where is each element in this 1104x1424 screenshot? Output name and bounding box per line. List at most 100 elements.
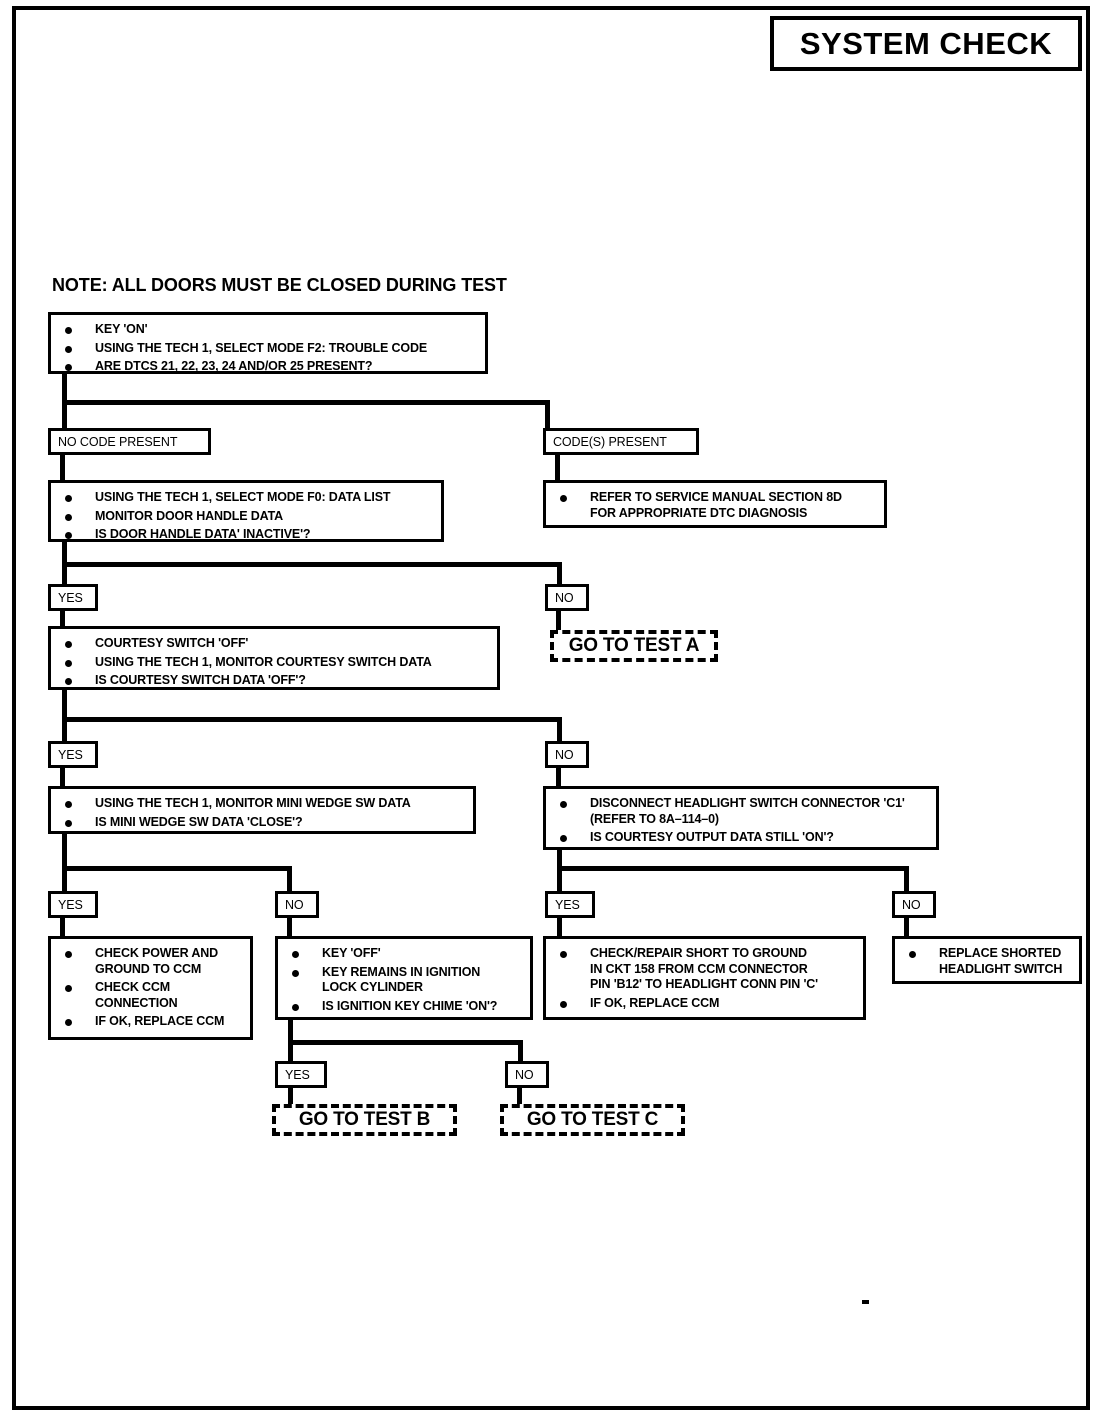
check-repair-line-1c: PIN 'B12' TO HEADLIGHT CONN PIN 'C'	[590, 977, 818, 991]
check-repair-item-2: IF OK, REPLACE CCM	[554, 996, 855, 1012]
courtesy-switch-box: COURTESY SWITCH 'OFF' USING THE TECH 1, …	[48, 626, 500, 690]
key-off-line-2b: LOCK CYLINDER	[322, 980, 423, 994]
branch-yes-1: YES	[48, 584, 98, 611]
branch-yes-1-text: YES	[58, 590, 83, 605]
connector-yes3-down	[60, 918, 65, 938]
branch-no-1-text: NO	[555, 590, 574, 605]
branch-yes-2-text: YES	[58, 747, 83, 762]
courtesy-line-1: COURTESY SWITCH 'OFF'	[59, 636, 489, 652]
connector-disconnect-down	[557, 850, 562, 892]
connector-disconnect-right-down	[904, 866, 909, 892]
check-power-line-2a: CHECK CCM	[95, 980, 171, 994]
branch-yes-5: YES	[275, 1061, 327, 1088]
start-box: KEY 'ON' USING THE TECH 1, SELECT MODE F…	[48, 312, 488, 374]
refer-manual-line-2: FOR APPROPRIATE DTC DIAGNOSIS	[590, 505, 808, 520]
data-list-line-2: MONITOR DOOR HANDLE DATA	[59, 509, 433, 525]
replace-switch-box: REPLACE SHORTED HEADLIGHT SWITCH	[892, 936, 1082, 984]
note-heading: NOTE: ALL DOORS MUST BE CLOSED DURING TE…	[52, 275, 507, 295]
connector-no1-down	[556, 611, 561, 631]
mini-wedge-box: USING THE TECH 1, MONITOR MINI WEDGE SW …	[48, 786, 476, 834]
connector-nocode-down	[60, 455, 65, 482]
connector-yes5-down	[288, 1088, 293, 1106]
branch-no-4: NO	[892, 891, 936, 918]
connector-start-right-down	[545, 400, 550, 430]
refer-manual-item: REFER TO SERVICE MANUAL SECTION 8D FOR A…	[554, 490, 876, 521]
connector-no3-down	[287, 918, 292, 938]
connector-disconnect-branch	[557, 866, 909, 871]
branch-yes-5-text: YES	[285, 1067, 310, 1082]
check-power-item-2: CHECK CCM CONNECTION	[59, 980, 242, 1011]
disconnect-item-2: IS COURTESY OUTPUT DATA STILL 'ON'?	[554, 830, 928, 846]
check-power-box: CHECK POWER AND GROUND TO CCM CHECK CCM …	[48, 936, 253, 1040]
label-no-code-present: NO CODE PRESENT	[48, 428, 211, 455]
replace-switch-line-2: HEADLIGHT SWITCH	[939, 961, 1063, 976]
go-to-test-c-text: GO TO TEST C	[526, 1109, 659, 1130]
page-title: SYSTEM CHECK	[799, 25, 1053, 61]
check-repair-item-1: CHECK/REPAIR SHORT TO GROUND IN CKT 158 …	[554, 946, 855, 993]
terminal-go-to-test-c: GO TO TEST C	[500, 1104, 685, 1136]
connector-yes2-down	[60, 768, 65, 788]
check-repair-line-1a: CHECK/REPAIR SHORT TO GROUND	[590, 946, 807, 960]
terminal-go-to-test-b: GO TO TEST B	[272, 1104, 457, 1136]
branch-yes-4-text: YES	[555, 897, 580, 912]
disconnect-headlight-box: DISCONNECT HEADLIGHT SWITCH CONNECTOR 'C…	[543, 786, 939, 850]
disconnect-line-1b: (REFER TO 8A–114–0)	[590, 811, 719, 826]
key-off-box: KEY 'OFF' KEY REMAINS IN IGNITION LOCK C…	[275, 936, 533, 1020]
no-code-present-text: NO CODE PRESENT	[58, 434, 178, 449]
data-list-line-1: USING THE TECH 1, SELECT MODE F0: DATA L…	[59, 490, 433, 506]
page-border	[12, 6, 1090, 1410]
go-to-test-b-text: GO TO TEST B	[298, 1109, 431, 1130]
branch-yes-4: YES	[545, 891, 595, 918]
start-line-3: ARE DTCS 21, 22, 23, 24 AND/OR 25 PRESEN…	[59, 359, 477, 375]
connector-no2-down	[556, 768, 561, 788]
connector-no4-down	[904, 918, 909, 938]
mini-wedge-line-2: IS MINI WEDGE SW DATA 'CLOSE'?	[59, 815, 465, 831]
connector-start-branch	[62, 400, 550, 405]
data-list-line-3: IS DOOR HANDLE DATA' INACTIVE'?	[59, 527, 433, 543]
replace-switch-line-1: REPLACE SHORTED	[939, 946, 1062, 960]
connector-courtesy-right-down	[557, 717, 562, 744]
start-line-1: KEY 'ON'	[59, 322, 477, 338]
courtesy-line-3: IS COURTESY SWITCH DATA 'OFF'?	[59, 673, 489, 689]
check-repair-line-1b: IN CKT 158 FROM CCM CONNECTOR	[590, 961, 808, 976]
check-power-item-3: IF OK, REPLACE CCM	[59, 1014, 242, 1030]
terminal-go-to-test-a: GO TO TEST A	[550, 630, 718, 662]
branch-yes-3-text: YES	[58, 897, 83, 912]
connector-miniwedge-branch	[62, 866, 292, 871]
go-to-test-a-text: GO TO TEST A	[568, 635, 700, 656]
key-off-line-2a: KEY REMAINS IN IGNITION	[322, 964, 481, 979]
branch-no-5: NO	[505, 1061, 549, 1088]
mini-wedge-line-1: USING THE TECH 1, MONITOR MINI WEDGE SW …	[59, 796, 465, 812]
branch-no-4-text: NO	[902, 897, 921, 912]
check-power-line-1a: CHECK POWER AND	[95, 946, 218, 960]
refer-manual-box: REFER TO SERVICE MANUAL SECTION 8D FOR A…	[543, 480, 887, 528]
connector-no5-down	[517, 1088, 522, 1106]
disconnect-line-1a: DISCONNECT HEADLIGHT SWITCH CONNECTOR 'C…	[590, 796, 905, 810]
branch-yes-3: YES	[48, 891, 98, 918]
connector-courtesy-branch	[62, 717, 562, 722]
branch-yes-2: YES	[48, 741, 98, 768]
branch-no-2: NO	[545, 741, 589, 768]
page-title-plate: SYSTEM CHECK	[770, 16, 1082, 71]
check-power-item-1: CHECK POWER AND GROUND TO CCM	[59, 946, 242, 977]
branch-no-3: NO	[275, 891, 319, 918]
branch-no-5-text: NO	[515, 1067, 534, 1082]
key-off-item-1: KEY 'OFF'	[286, 946, 522, 962]
connector-miniwedge-right-down	[287, 866, 292, 892]
connector-datalist-right-down	[557, 562, 562, 586]
key-off-item-2: KEY REMAINS IN IGNITION LOCK CYLINDER	[286, 965, 522, 996]
branch-no-3-text: NO	[285, 897, 304, 912]
data-list-box: USING THE TECH 1, SELECT MODE F0: DATA L…	[48, 480, 444, 542]
check-repair-box: CHECK/REPAIR SHORT TO GROUND IN CKT 158 …	[543, 936, 866, 1020]
branch-no-1: NO	[545, 584, 589, 611]
refer-manual-line-1: REFER TO SERVICE MANUAL SECTION 8D	[590, 490, 842, 504]
connector-keyoff-right-down	[518, 1040, 523, 1064]
connector-yes4-down	[557, 918, 562, 938]
start-line-2: USING THE TECH 1, SELECT MODE F2: TROUBL…	[59, 341, 477, 357]
connector-datalist-branch	[62, 562, 562, 567]
connector-codes-down	[555, 455, 560, 482]
label-codes-present: CODE(S) PRESENT	[543, 428, 699, 455]
check-power-line-2b: CONNECTION	[95, 995, 178, 1010]
key-off-item-3: IS IGNITION KEY CHIME 'ON'?	[286, 999, 522, 1015]
connector-miniwedge-down	[62, 834, 67, 892]
